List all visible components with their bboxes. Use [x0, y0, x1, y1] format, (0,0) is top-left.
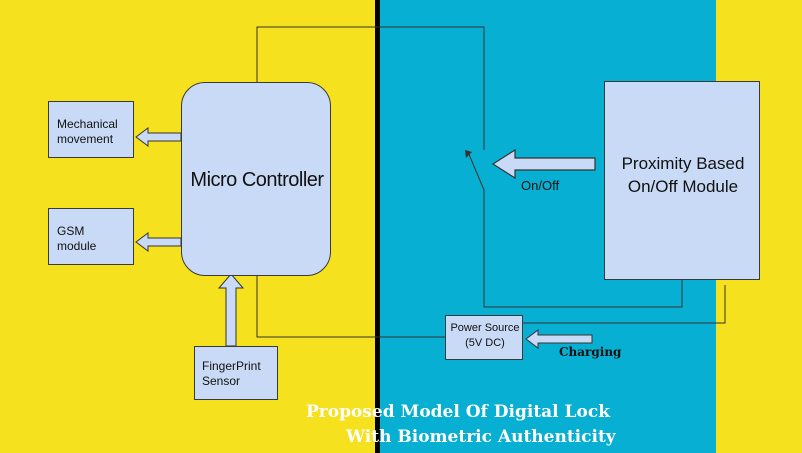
arrow-charging	[525, 329, 593, 349]
micro-controller-block: Micro Controller	[181, 82, 331, 276]
charging-label: Charging	[559, 345, 622, 359]
power-source-label: Power Source (5V DC)	[450, 322, 520, 349]
wire-top	[256, 26, 485, 150]
power-source-block: Power Source (5V DC)	[445, 315, 523, 360]
arrow-fingerprint-up	[217, 273, 245, 347]
fingerprint-sensor-label: FingerPrint Sensor	[202, 359, 261, 388]
caption-line-2: With Biometric Authenticity	[346, 427, 616, 447]
arrow-onoff	[491, 148, 596, 180]
wire-power-proximity	[522, 285, 726, 324]
switch-lever	[467, 151, 485, 191]
proximity-module-label: Proximity Based On/Off Module	[621, 154, 745, 196]
micro-controller-label: Micro Controller	[190, 169, 324, 191]
proximity-module-block: Proximity Based On/Off Module	[604, 81, 760, 280]
arrow-to-mechanical	[135, 127, 182, 147]
switch-arrowhead	[465, 150, 472, 158]
arrow-to-gsm	[135, 232, 182, 252]
caption-line-1: Proposed Model Of Digital Lock	[306, 402, 610, 422]
divider-line	[375, 0, 380, 453]
mechanical-movement-label: Mechanical movement	[57, 117, 118, 146]
fingerprint-sensor-block: FingerPrint Sensor	[194, 346, 278, 400]
wire-switch-right	[483, 190, 683, 308]
gsm-module-label: GSM module	[57, 224, 97, 253]
gsm-module-block: GSM module	[48, 208, 134, 265]
mechanical-movement-block: Mechanical movement	[48, 101, 134, 158]
wire-micro-power	[256, 276, 445, 338]
onoff-label: On/Off	[521, 178, 560, 193]
